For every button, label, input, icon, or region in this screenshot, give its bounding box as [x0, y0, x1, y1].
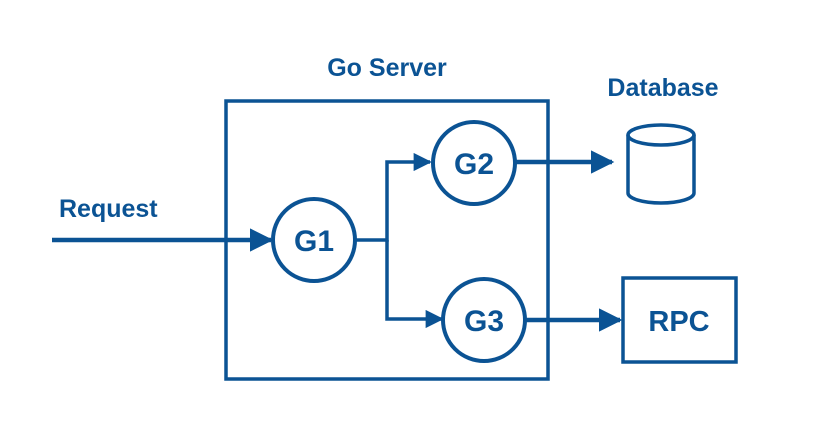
server-label: Go Server: [327, 54, 447, 82]
rpc-box: [621, 276, 738, 364]
goroutine-g1: G1: [271, 197, 357, 283]
goroutine-g3: G3: [441, 277, 527, 363]
database-icon: [626, 123, 696, 205]
database-label: Database: [607, 74, 718, 102]
rpc-node: RPC: [621, 276, 738, 364]
request-label: Request: [59, 195, 158, 223]
g1-to-g3-arrow: [385, 240, 444, 329]
goroutine-g2: G2: [431, 120, 517, 206]
goroutine-g1-label: G1: [294, 225, 334, 258]
goroutine-g2-label: G2: [454, 148, 494, 181]
goroutine-g2-circle: [431, 120, 517, 206]
goroutine-g3-label: G3: [464, 305, 504, 338]
rpc-label: RPC: [648, 306, 709, 338]
goroutine-g3-circle: [441, 277, 527, 363]
goroutine-g1-circle: [271, 197, 357, 283]
g1-to-g2-arrow: [356, 152, 432, 242]
